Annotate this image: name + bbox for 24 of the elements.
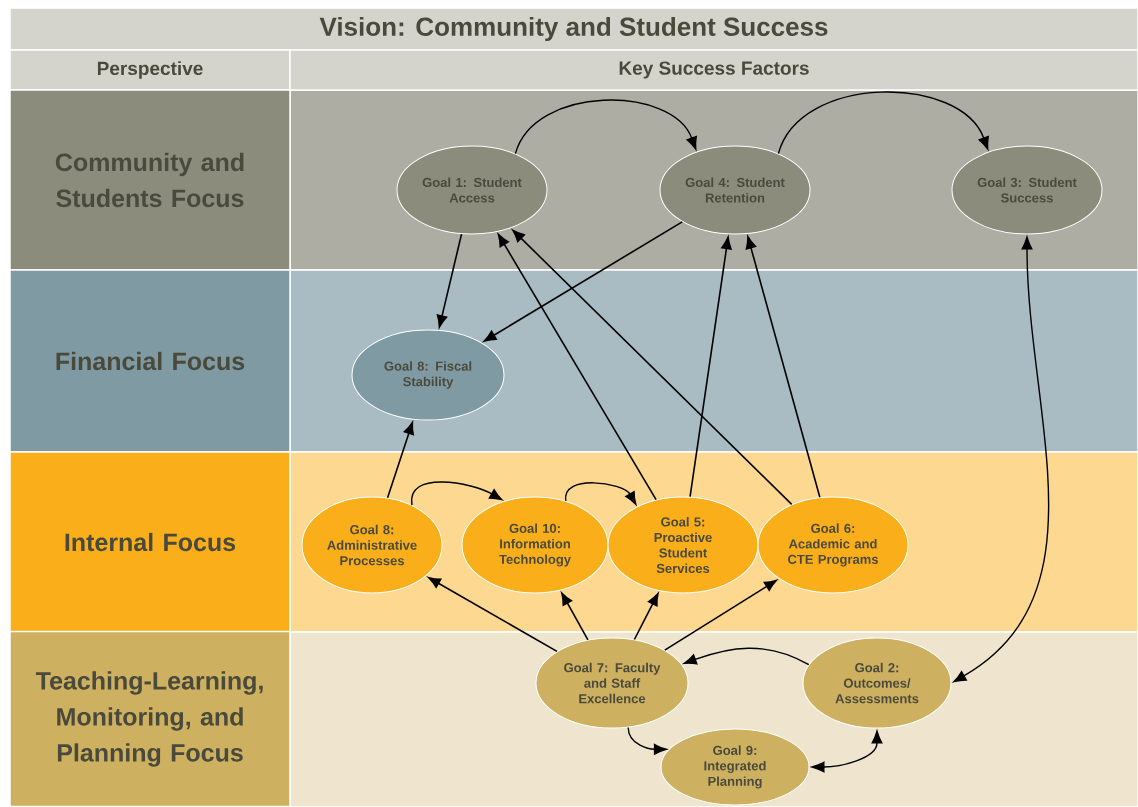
- arrow: [386, 421, 414, 499]
- arrow: [745, 236, 821, 499]
- arrow: [514, 99, 697, 155]
- arrow: [633, 593, 659, 641]
- row-header: Financial Focus: [9, 269, 291, 453]
- header-cell: Perspective: [9, 49, 291, 91]
- arrow: [663, 579, 778, 651]
- row-header: Teaching-Learning, Monitoring, and Planning Focus: [9, 630, 291, 807]
- arrow: [565, 482, 637, 505]
- arrow: [683, 647, 810, 666]
- row-header: Internal Focus: [9, 451, 291, 633]
- arrow: [428, 576, 558, 653]
- arrow: [953, 236, 1050, 683]
- arrow: [689, 236, 732, 498]
- arrow: [811, 730, 883, 773]
- arrow: [436, 233, 463, 328]
- arrow: [777, 91, 989, 155]
- arrow: [497, 233, 657, 501]
- arrow: [627, 726, 667, 755]
- arrow: [411, 481, 503, 506]
- arrow: [512, 229, 793, 506]
- arrow: [561, 592, 589, 641]
- arrow: [483, 221, 683, 342]
- row-header: Community and Students Focus: [9, 89, 291, 271]
